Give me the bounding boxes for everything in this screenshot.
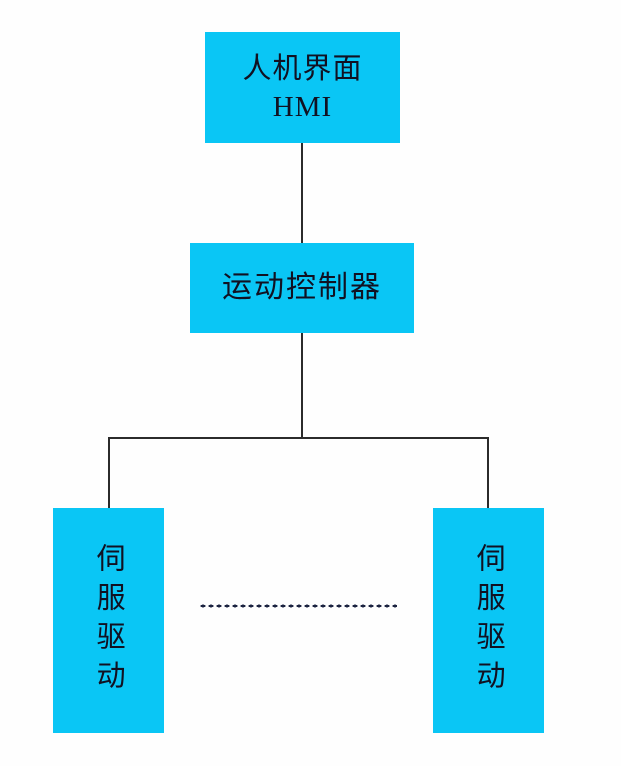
node-hmi[interactable]: 人机界面 HMI (205, 32, 400, 143)
node-servo-drive-left[interactable]: 伺服驱动 (53, 508, 164, 733)
connector-bus-to-servo-right (487, 437, 489, 508)
node-motion-controller[interactable]: 运动控制器 (190, 243, 414, 333)
connector-hmi-to-controller (301, 143, 303, 243)
node-motion-controller-label: 运动控制器 (222, 270, 382, 306)
ellipsis-dots (199, 604, 397, 608)
node-hmi-label-en: HMI (272, 90, 333, 123)
node-hmi-label-cn: 人机界面 (242, 51, 363, 86)
connector-controller-to-bus (301, 333, 303, 438)
connector-bus-horizontal (108, 437, 489, 439)
node-servo-drive-right[interactable]: 伺服驱动 (433, 508, 544, 733)
connector-bus-to-servo-left (108, 437, 110, 508)
node-servo-drive-right-label: 伺服驱动 (472, 542, 507, 699)
node-servo-drive-left-label: 伺服驱动 (92, 542, 127, 699)
